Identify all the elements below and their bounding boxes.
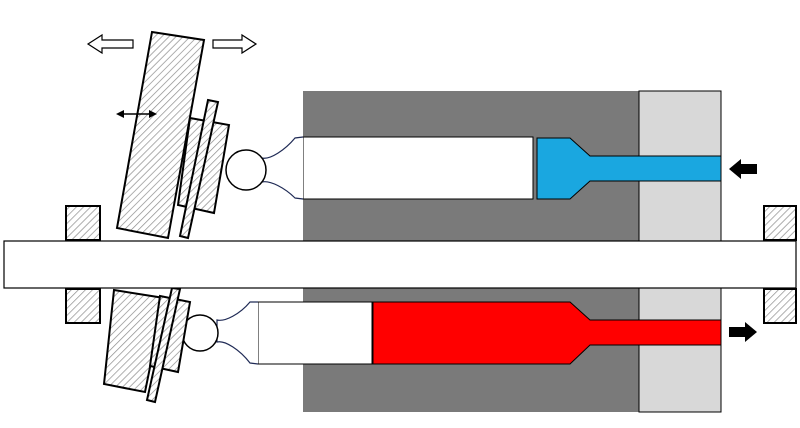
swashplate-upper <box>115 30 206 240</box>
lower-piston-chamber <box>257 301 373 365</box>
bearing-left-lower <box>65 288 101 324</box>
pressure-fluid <box>372 301 722 365</box>
flow-in-arrow-icon <box>729 159 757 179</box>
tilt-left-arrow-icon <box>86 33 134 55</box>
retainer-plate-lower <box>145 286 182 404</box>
tilt-right-arrow-icon <box>212 33 258 55</box>
lower-piston-neck <box>216 301 259 365</box>
bearing-right-upper <box>763 205 797 241</box>
upper-piston-ball <box>225 149 267 191</box>
upper-piston-chamber <box>302 136 534 200</box>
bearing-right-lower <box>763 288 797 324</box>
retainer-plate-upper <box>178 98 220 240</box>
bearing-left-upper <box>65 205 101 241</box>
upper-piston-neck <box>261 136 304 200</box>
flow-out-arrow-icon <box>729 322 757 342</box>
swash-angle-arrow-icon <box>116 110 157 118</box>
drive-shaft <box>3 240 797 289</box>
suction-fluid <box>536 137 722 200</box>
